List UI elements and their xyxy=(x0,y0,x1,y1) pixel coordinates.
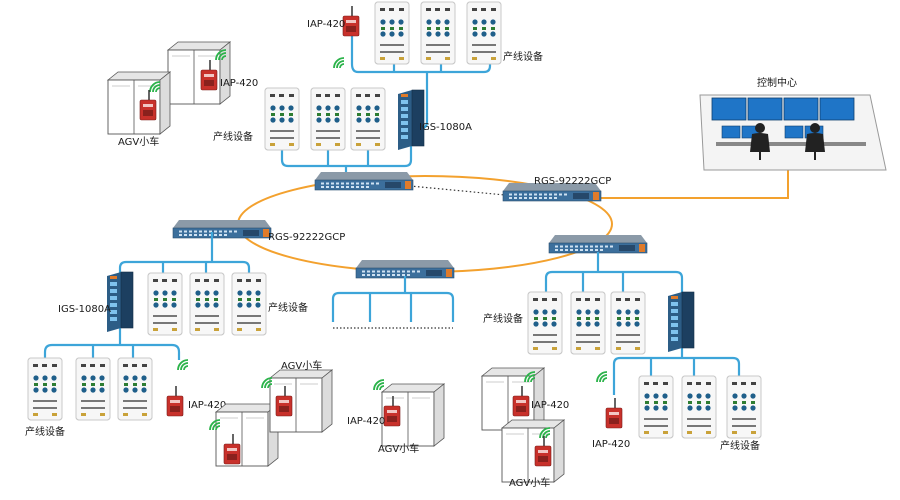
wireless-ap-icon xyxy=(342,5,360,37)
production-label: 产线设备 xyxy=(720,439,760,452)
production-device-icon xyxy=(610,291,646,355)
production-device-icon xyxy=(350,87,386,151)
rgs-label: RGS-92222GCP xyxy=(534,176,611,187)
iap-label: IAP-420 xyxy=(592,439,630,450)
production-label: 产线设备 xyxy=(268,301,308,314)
iap-label: IAP-420 xyxy=(531,400,569,411)
production-device-icon xyxy=(570,291,606,355)
production-label: 产线设备 xyxy=(25,425,65,438)
wifi-signal-icon xyxy=(373,379,385,391)
production-device-icon xyxy=(466,1,502,65)
agv-label: AGV小车 xyxy=(509,476,550,489)
wireless-ap-icon xyxy=(166,385,184,417)
igs-label: IGS-1080A xyxy=(58,304,111,315)
production-device-icon xyxy=(27,357,63,421)
rack-switch-icon xyxy=(355,259,455,279)
production-device-icon xyxy=(638,375,674,439)
production-label: 产线设备 xyxy=(503,50,543,63)
control-room-icon: 控制中心 xyxy=(699,76,887,171)
production-device-icon xyxy=(726,375,762,439)
din-rail-switch-icon xyxy=(667,291,695,353)
production-device-icon xyxy=(527,291,563,355)
production-device-icon xyxy=(189,272,225,336)
iap-label: IAP-420 xyxy=(307,19,345,30)
iap-label: IAP-420 xyxy=(220,78,258,89)
production-device-icon xyxy=(117,357,153,421)
iap-label: IAP-420 xyxy=(347,416,385,427)
wireless-ap-icon xyxy=(605,397,623,429)
production-device-icon xyxy=(231,272,267,336)
production-device-icon xyxy=(310,87,346,151)
agv-cart-icon xyxy=(107,71,171,135)
rack-switch-icon xyxy=(172,219,272,239)
wifi-signal-icon xyxy=(177,359,189,371)
wifi-signal-icon xyxy=(333,57,345,69)
production-device-icon xyxy=(420,1,456,65)
production-label: 产线设备 xyxy=(213,130,253,143)
rgs-label: RGS-92222GCP xyxy=(268,232,345,243)
agv-label: AGV小车 xyxy=(378,442,419,455)
igs-label: IGS-1080A xyxy=(419,122,472,133)
production-label: 产线设备 xyxy=(483,312,523,325)
production-device-icon xyxy=(681,375,717,439)
wifi-signal-icon xyxy=(596,371,608,383)
production-device-icon xyxy=(147,272,183,336)
agv-label: AGV小车 xyxy=(281,359,322,372)
din-rail-switch-icon xyxy=(397,89,425,151)
din-rail-switch-icon xyxy=(106,271,134,333)
control-center-label: 控制中心 xyxy=(757,76,797,89)
center-wiring xyxy=(331,276,455,322)
production-device-icon xyxy=(264,87,300,151)
agv-cart-icon xyxy=(501,419,565,483)
rack-switch-icon xyxy=(314,171,414,191)
iap-label: IAP-420 xyxy=(188,400,226,411)
rack-switch-icon xyxy=(548,234,648,254)
agv-label: AGV小车 xyxy=(118,135,159,148)
production-device-icon xyxy=(374,1,410,65)
production-device-icon xyxy=(75,357,111,421)
